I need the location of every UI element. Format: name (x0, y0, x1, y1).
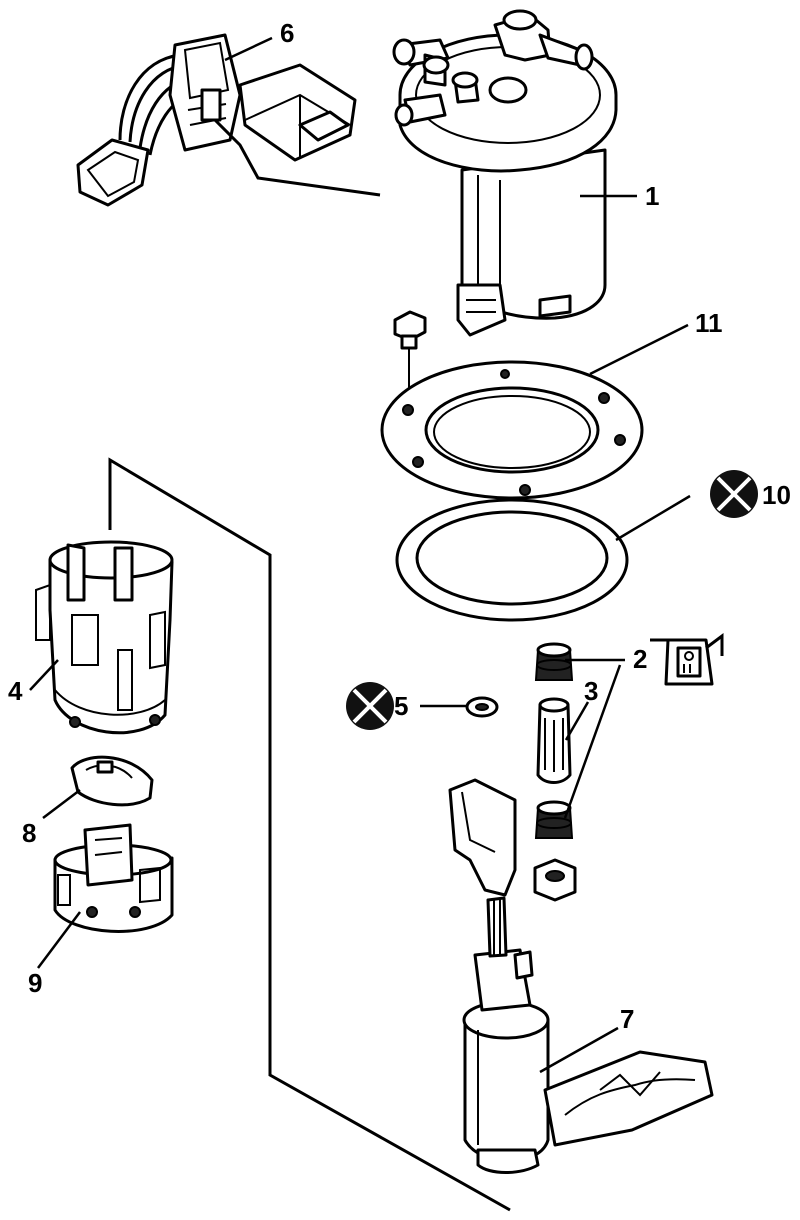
callout-1: 1 (645, 181, 659, 211)
nut (533, 858, 577, 902)
part-4-pump-holder (35, 540, 174, 735)
part-8-spacer (70, 755, 154, 807)
part-3-filter (536, 697, 572, 784)
part-1-fuel-filter-housing (392, 9, 618, 337)
callout-7: 7 (620, 1004, 634, 1034)
crossed-circle-icon (710, 470, 758, 518)
part-5-o-ring (465, 696, 499, 718)
part-2-grommet-lower (534, 800, 574, 839)
leader-lines (29, 36, 691, 1074)
callout-6: 6 (280, 18, 294, 48)
callout-3: 3 (584, 676, 598, 706)
part-9-lower-holder (53, 823, 174, 933)
part-11-mounting-plate (380, 360, 644, 500)
callout-11: 11 (695, 308, 723, 338)
part-2-grommet-upper (534, 642, 574, 681)
mounting-bolt (393, 310, 427, 400)
callout-8: 8 (22, 818, 36, 848)
part-10-gasket (395, 498, 629, 622)
callout-5: 5 (394, 691, 408, 721)
callout-9: 9 (28, 968, 42, 998)
oil-can-icon (650, 633, 724, 686)
part-6-wiring-harness (76, 33, 381, 207)
part-7-fuel-pump (462, 896, 714, 1174)
crossed-circle-icon (346, 682, 394, 730)
callout-2: 2 (633, 644, 647, 674)
assembly-bracket (108, 457, 511, 1212)
pump-clip (448, 778, 517, 897)
callout-10: 10 (762, 480, 791, 510)
callout-4: 4 (8, 676, 23, 706)
